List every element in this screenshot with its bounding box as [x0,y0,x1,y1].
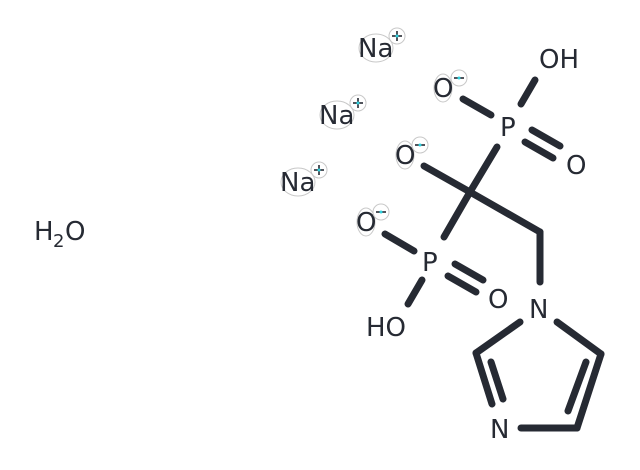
hydroxyl-top: OH [539,45,579,75]
phosphorus-bottom: P [422,248,438,278]
water-subscript: 2 [53,231,64,252]
bond-c-pbot [440,188,474,241]
bond-pbot-odbl-a [451,260,487,284]
bond-pbot-ho [404,276,426,308]
water-molecule: H 2 O [34,217,85,252]
bond-ptop-ominus [459,95,495,119]
sodium-ion-1: Na [358,27,406,64]
bond-c2-n3-inner [487,358,507,403]
bond-c5-n1 [553,318,605,358]
phosphonate-top: O OH P O [433,45,586,181]
bond-c-omid [420,162,474,196]
plus-charge-icon [395,34,399,38]
minus-charge-icon [457,76,461,80]
oxygen-double-top: O [566,151,586,181]
nitrogen-3: N [490,415,509,445]
bond-pbot-ominus [381,230,418,255]
bond-ptop-odbl-a [528,126,564,150]
sodium-label: Na [280,168,315,198]
bond-c-ch2 [466,188,544,236]
bond-c2-n3 [472,349,496,408]
phosphonate-bottom: O P O HO [356,203,508,343]
imidazole-ring: N N [490,295,548,445]
bond-n1-c2 [472,318,524,357]
hydroxyl-bottom: HO [366,313,406,343]
phosphorus-top: P [500,113,516,143]
oxygen-minus-top: O [433,74,453,104]
plus-charge-icon [356,101,360,105]
bond-ptop-oh [517,76,539,108]
oxygen-double-bottom: O [488,285,508,315]
minus-charge-icon [418,143,422,147]
oxygen-minus-mid: O [395,141,415,171]
bond-ptop-odbl-b [521,138,557,162]
plus-charge-icon [317,168,321,172]
bond-pbot-odbl-b [444,272,480,296]
oxygen-minus-bottom: O [356,208,376,238]
bond-c4-c5-inner [564,358,590,415]
bond-c4-c5 [573,350,605,432]
alkoxide-mid: O [395,136,429,171]
water-o: O [65,217,85,247]
nitrogen-1: N [529,295,548,325]
sodium-ion-3: Na [280,161,328,198]
sodium-label: Na [319,101,354,131]
bonds [381,76,605,432]
sodium-label: Na [358,34,393,64]
minus-charge-icon [379,210,383,214]
bond-c-ptop [466,143,501,196]
sodium-ion-2: Na [319,94,367,131]
water-h: H [34,217,54,247]
